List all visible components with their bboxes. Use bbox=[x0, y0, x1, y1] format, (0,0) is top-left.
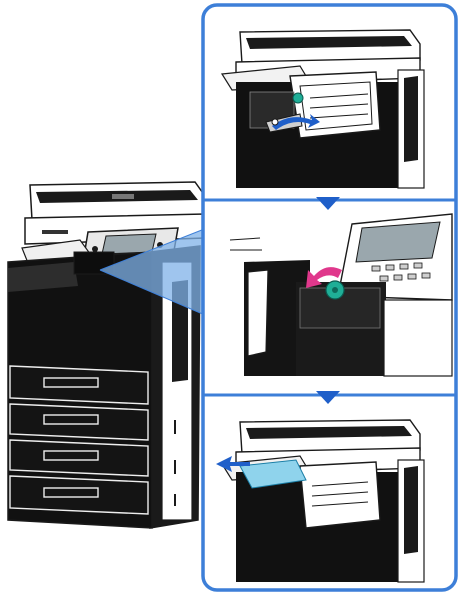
step-2-side-cover-frame bbox=[247, 269, 269, 357]
step-2-turn-arrow bbox=[306, 267, 342, 288]
step-3-illustration bbox=[216, 419, 425, 583]
overview-copier bbox=[7, 181, 206, 529]
step-arrow-2 bbox=[316, 391, 340, 404]
step-3-side-cover bbox=[299, 461, 381, 529]
step-1-open-arrow bbox=[272, 114, 320, 130]
overview-paper-drawers bbox=[9, 365, 149, 515]
step-1-illustration bbox=[220, 29, 425, 189]
step-3-pull-arrow bbox=[216, 456, 250, 472]
step-3-jammed-paper bbox=[239, 459, 307, 489]
step-arrow-1 bbox=[316, 197, 340, 210]
step-1-green-knob bbox=[292, 92, 304, 104]
callout-wedge bbox=[100, 226, 212, 318]
step-2-illustration bbox=[210, 213, 453, 377]
